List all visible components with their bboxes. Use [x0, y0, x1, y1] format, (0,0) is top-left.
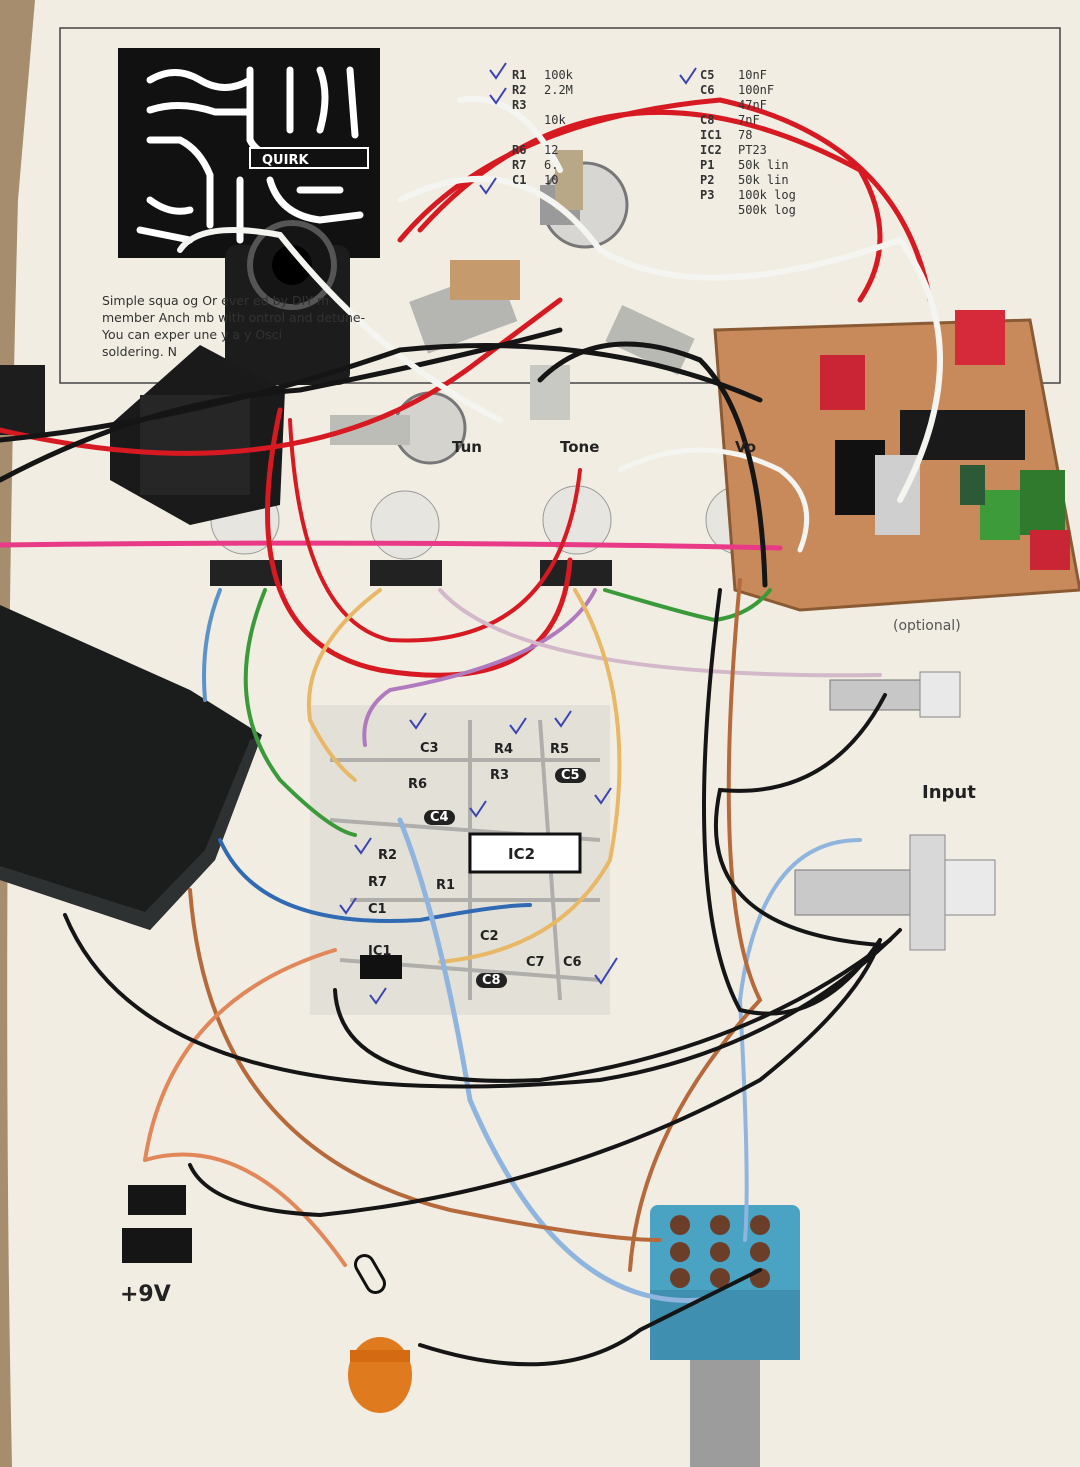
part-label: C8	[476, 973, 507, 988]
pot-center	[540, 150, 629, 249]
input-label: Input	[922, 782, 976, 803]
pot-mid	[409, 260, 520, 354]
edge-jack	[0, 365, 45, 435]
part-label: C3	[420, 741, 439, 756]
pot-shaft-2	[605, 304, 695, 376]
part-label: IC1	[368, 944, 392, 959]
input-jack	[794, 834, 996, 951]
part-label: R4	[494, 742, 514, 757]
power-label: +9V	[120, 1282, 171, 1307]
bom-row: 47nF	[738, 98, 767, 112]
description-line: soldering. N	[102, 344, 178, 359]
optional-label: (optional)	[893, 618, 961, 634]
part-label: R6	[408, 777, 428, 792]
volume-label: Vo	[735, 438, 757, 456]
pcb-logo: QUIRK	[262, 153, 309, 168]
bom-row: 500k log	[738, 203, 796, 217]
part-label: C2	[480, 929, 499, 944]
pcb-artwork: QUIRK	[118, 48, 380, 258]
description-text: Simple squa og Or ever ed by DIY m membe…	[102, 292, 702, 360]
part-label: R5	[550, 742, 570, 757]
bom-row: 10k	[544, 113, 566, 127]
pcb-board	[713, 310, 1080, 612]
check-marks	[339, 62, 697, 1005]
part-label: R7	[368, 875, 388, 890]
part-label: C6	[563, 955, 582, 970]
part-label: C1	[368, 902, 387, 917]
parts-layout	[310, 705, 610, 1015]
description-line: member Anch mb with ontrol and detune-	[102, 310, 366, 325]
part-label: C4	[424, 810, 455, 825]
part-label: R3	[490, 768, 510, 783]
battery-clip-box	[0, 605, 262, 930]
bom-row: R3	[512, 98, 527, 112]
tune-label: Tun	[452, 438, 482, 456]
wires	[0, 95, 943, 1367]
led	[348, 1337, 412, 1413]
description-line: Simple squa og Or ever ed by DIY m	[102, 293, 330, 308]
part-label: C5	[555, 768, 586, 783]
part-label: IC2	[508, 845, 536, 863]
tone-label: Tone	[560, 438, 600, 456]
part-label: R2	[378, 848, 398, 863]
description-line: You can exper une y a y Osci	[102, 327, 283, 342]
part-label: R1	[436, 878, 456, 893]
output-jack	[110, 345, 285, 525]
led-resistor	[354, 1253, 386, 1295]
part-label: C7	[526, 955, 545, 970]
power-symbol	[122, 1185, 192, 1263]
